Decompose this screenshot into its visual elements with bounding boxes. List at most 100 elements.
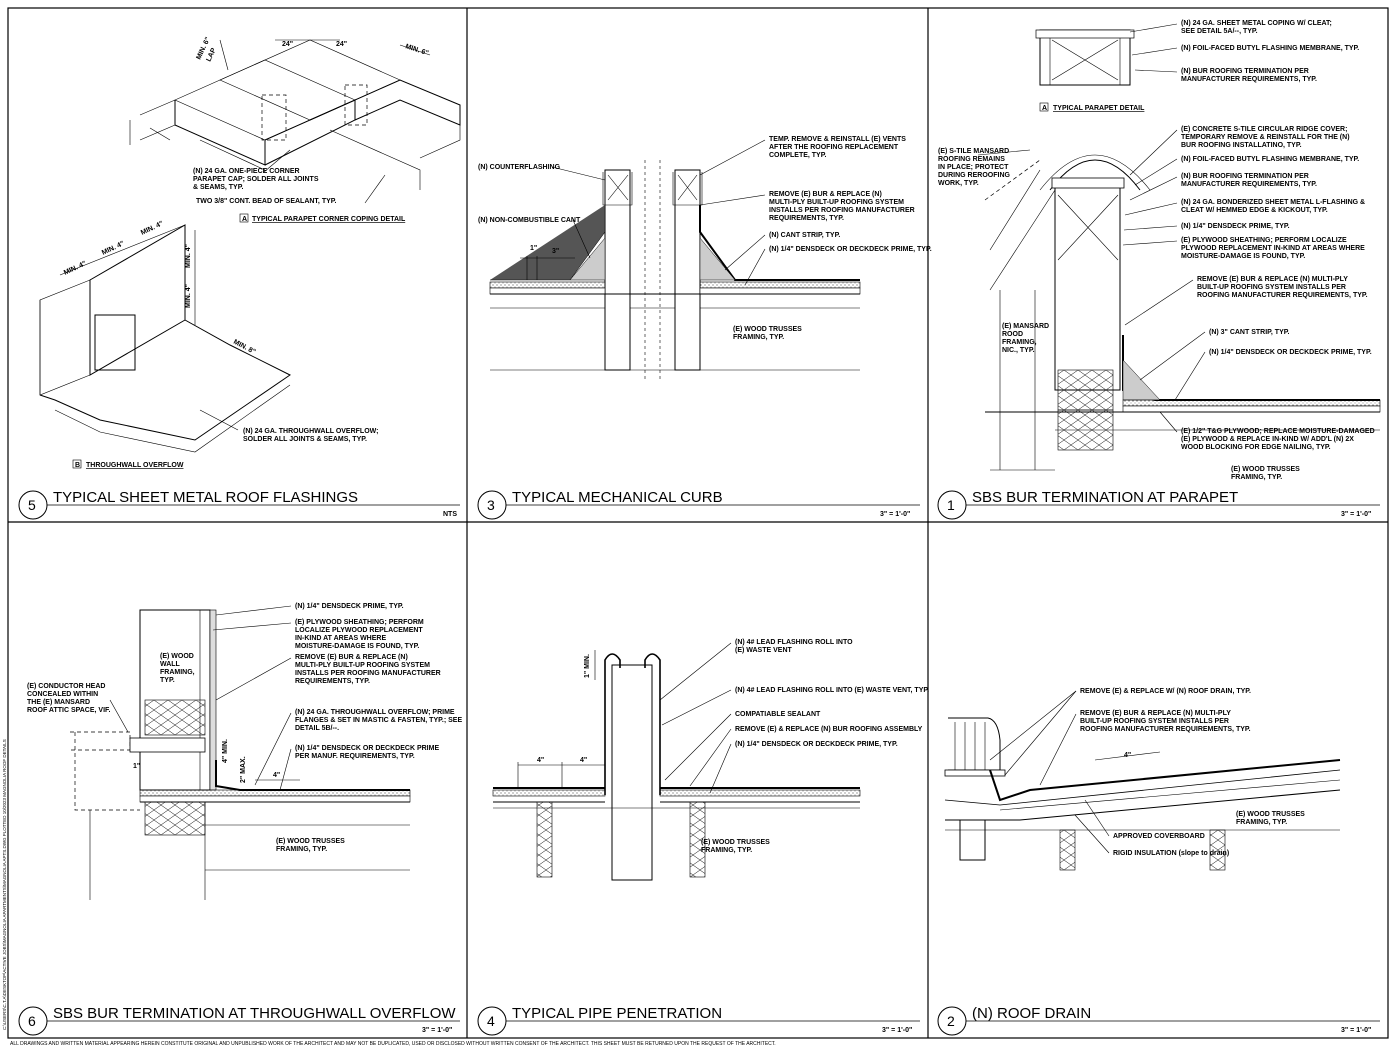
dim-lap: LAP [205, 47, 217, 63]
note-stile: (E) S-TILE MANSARD ROOFING REMAINS IN PL… [938, 148, 1012, 187]
throughwall-dims: MIN. 4" MIN. 4" MIN. 4" MIN. 4" MIN. 4" … [63, 220, 257, 356]
parapet-detail-a-drawing [1035, 29, 1135, 86]
note-overflow-p6: (N) 24 GA. THROUGHWALL OVERFLOW; PRIME F… [295, 709, 464, 732]
panel-3-mechanical-curb: 1" 3" (N) COUNTERFLASHING (N) NON-COMBUS… [477, 136, 932, 520]
note-tg: (E) 1/2" T&G PLYWOOD; REPLACE MOISTURE-D… [1181, 428, 1377, 451]
panel-5-sheet-metal-flashings: MIN. 6" LAP 24" 24" MIN. 6" MIN. 4" MIN.… [18, 36, 461, 520]
dim-min4-e: MIN. 4" [185, 284, 192, 308]
dim-min4-d: MIN. 4" [185, 244, 192, 268]
panel-6-title: SBS BUR TERMINATION AT THROUGHWALL OVERF… [53, 1005, 456, 1022]
note-cant-strip: (N) CANT STRIP, TYP. [769, 232, 840, 239]
drain-dims: 4" [1094, 751, 1161, 761]
panel-5-notes: (N) 24 GA. ONE-PIECE CORNER PARAPET CAP;… [72, 149, 406, 469]
note-densdeck-p4: (N) 1/4" DENSDECK OR DECKDECK PRIME, TYP… [735, 741, 898, 748]
note-lead-b: (N) 4# LEAD FLASHING ROLL INTO (E) WASTE… [735, 687, 929, 694]
panel-4-scale: 3" = 1'-0" [882, 1027, 912, 1034]
note-bur: REMOVE (E) BUR & REPLACE (N) MULTI-PLY B… [769, 191, 917, 222]
note-trusses-p1: (E) WOOD TRUSSES FRAMING, TYP. [1231, 466, 1302, 481]
curb-dims: 1" 3" [520, 245, 575, 280]
corner-coping-drawing [129, 39, 461, 190]
dim-4-a: 4" [537, 757, 544, 764]
panel-1-title-block: 1 SBS BUR TERMINATION AT PARAPET 3" = 1'… [937, 489, 1380, 520]
note-sealant: TWO 3/8" CONT. BEAD OF SEALANT, TYP. [196, 198, 337, 205]
detail-a-tag-p1: A [1042, 105, 1047, 112]
panel-6-number: 6 [28, 1013, 36, 1029]
note-mansard: (E) MANSARD ROOD FRAMING, NIC., TYP. [1002, 323, 1051, 354]
note-plywood: (E) PLYWOOD SHEATHING; PERFORM LOCALIZE … [1181, 237, 1367, 260]
note-bur-p6: REMOVE (E) BUR & REPLACE (N) MULTI-PLY B… [295, 654, 443, 685]
note-densdeck-b: (N) 1/4" DENSDECK OR DECKDECK PRIME, TYP… [1209, 349, 1372, 356]
dim-min4-a: MIN. 4" [63, 260, 88, 276]
note-lflash: (N) 24 GA. BONDERIZED SHEET METAL L-FLAS… [1181, 199, 1367, 214]
dim-4-min: 4" MIN. [222, 739, 229, 763]
drain-drawing [944, 717, 1341, 871]
note-drain: REMOVE (E) & REPLACE W/ (N) ROOF DRAIN, … [1080, 688, 1251, 695]
panel-2-notes: REMOVE (E) & REPLACE W/ (N) ROOF DRAIN, … [989, 688, 1307, 857]
panel-3-title: TYPICAL MECHANICAL CURB [512, 489, 723, 506]
footer-notice: ALL DRAWINGS AND WRITTEN MATERIAL APPEAR… [10, 1041, 776, 1047]
parapet-section-drawing [984, 154, 1381, 471]
side-file-path: C:\USERS\C.T.A\DESKTOP\ACTIVE JOBS\MAGNO… [2, 739, 7, 1030]
dim-min8: MIN. 8" [232, 339, 256, 356]
note-densdeck-a: (N) 1/4" DENSDECK PRIME, TYP. [1181, 223, 1290, 230]
dim-24-b: 24" [336, 41, 347, 48]
dim-3-in: 3" [552, 248, 559, 255]
panel-2-roof-drain: 4" REMOVE (E) & REPLACE W/ (N) ROOF DRAI… [937, 688, 1380, 1036]
dim-1-in: 1" [530, 245, 537, 252]
pipe-drawing [492, 653, 861, 881]
panel-6-notes: (N) 1/4" DENSDECK PRIME, TYP. (E) PLYWOO… [27, 603, 464, 853]
detail-b-tag: B [75, 462, 80, 469]
note-trusses-p2: (E) WOOD TRUSSES FRAMING, TYP. [1236, 811, 1307, 826]
detail-a-tag: A [242, 216, 247, 223]
dim-24-a: 24" [282, 41, 293, 48]
note-butyl-a: (N) FOIL-FACED BUTYL FLASHING MEMBRANE, … [1181, 45, 1359, 52]
note-plywood-p6: (E) PLYWOOD SHEATHING; PERFORM LOCALIZE … [295, 619, 426, 650]
panel-3-number: 3 [487, 497, 495, 513]
throughwall-overflow-drawing [39, 224, 291, 453]
panel-5-title: TYPICAL SHEET METAL ROOF FLASHINGS [53, 489, 358, 506]
note-densdeck-b-p6: (N) 1/4" DENSDECK OR DECKDECK PRIME PER … [295, 745, 441, 760]
panel-1-notes: (N) 24 GA. SHEET METAL COPING W/ CLEAT; … [938, 20, 1377, 481]
dim-1-in-p6: 1" [133, 763, 140, 770]
note-densdeck: (N) 1/4" DENSDECK OR DECKDECK PRIME, TYP… [769, 246, 932, 253]
note-sealant-p4: COMPATIABLE SEALANT [735, 711, 821, 718]
panel-4-number: 4 [487, 1013, 495, 1029]
note-densdeck-p6: (N) 1/4" DENSDECK PRIME, TYP. [295, 603, 404, 610]
panel-4-title: TYPICAL PIPE PENETRATION [512, 1005, 722, 1022]
note-bur-p4: REMOVE (E) & REPLACE (N) BUR ROOFING ASS… [735, 726, 923, 733]
panel-5-title-block: 5 TYPICAL SHEET METAL ROOF FLASHINGS NTS [18, 489, 460, 520]
panel-1-parapet-termination: (N) 24 GA. SHEET METAL COPING W/ CLEAT; … [937, 20, 1381, 520]
note-conductor: (E) CONDUCTOR HEAD CONCEALED WITHIN THE … [27, 683, 111, 714]
panel-4-title-block: 4 TYPICAL PIPE PENETRATION 3" = 1'-0" [477, 1005, 920, 1036]
panel-5-number: 5 [28, 497, 36, 513]
panel-1-number: 1 [947, 497, 955, 513]
panel-6-scale: 3" = 1'-0" [422, 1027, 452, 1034]
panel-5-scale: NTS [443, 511, 457, 518]
panel-3-scale: 3" = 1'-0" [880, 511, 910, 518]
note-bur-p1: REMOVE (E) BUR & REPLACE (N) MULTI-PLY B… [1197, 276, 1368, 299]
note-trusses: (E) WOOD TRUSSES FRAMING, TYP. [733, 326, 804, 341]
dim-1-min: 1" MIN. [584, 654, 591, 678]
dim-2-max: 2" MAX. [240, 756, 247, 783]
panel-4-notes: (N) 4# LEAD FLASHING ROLL INTO (E) WASTE… [659, 639, 929, 854]
note-cant-p1: (N) 3" CANT STRIP, TYP. [1209, 329, 1290, 336]
panel-1-title: SBS BUR TERMINATION AT PARAPET [972, 489, 1238, 506]
note-insulation: RIGID INSULATION (slope to drain) [1113, 850, 1229, 857]
note-overflow: (N) 24 GA. THROUGHWALL OVERFLOW; SOLDER … [243, 428, 380, 443]
note-ridge: (E) CONCRETE S-TILE CIRCULAR RIDGE COVER… [1181, 126, 1351, 149]
sheet-frame [7, 7, 1389, 1039]
note-trusses-p6: (E) WOOD TRUSSES FRAMING, TYP. [276, 838, 347, 853]
curb-drawing [489, 160, 861, 380]
note-butyl-b: (N) FOIL-FACED BUTYL FLASHING MEMBRANE, … [1181, 156, 1359, 163]
note-vents: TEMP. REMOVE & REINSTALL (E) VENTS AFTER… [769, 136, 908, 159]
panel-3-title-block: 3 TYPICAL MECHANICAL CURB 3" = 1'-0" [477, 489, 920, 520]
dim-4-in-p6: 4" [273, 772, 280, 779]
pipe-dims: 1" MIN. 4" 4" [517, 650, 605, 788]
panel-6-throughwall-overflow: 1" 4" MIN. 2" MAX. 4" (N) 1/4" DENSDECK … [18, 603, 464, 1036]
note-trusses-p4: (E) WOOD TRUSSES FRAMING, TYP. [701, 839, 772, 854]
note-bur-p2: REMOVE (E) BUR & REPLACE (N) MULTI-PLY B… [1080, 710, 1251, 733]
overflow-drawing [70, 609, 411, 900]
note-wall: (E) WOOD WALL FRAMING, TYP. [160, 653, 197, 684]
panel-2-title-block: 2 (N) ROOF DRAIN 3" = 1'-0" [937, 1005, 1380, 1036]
